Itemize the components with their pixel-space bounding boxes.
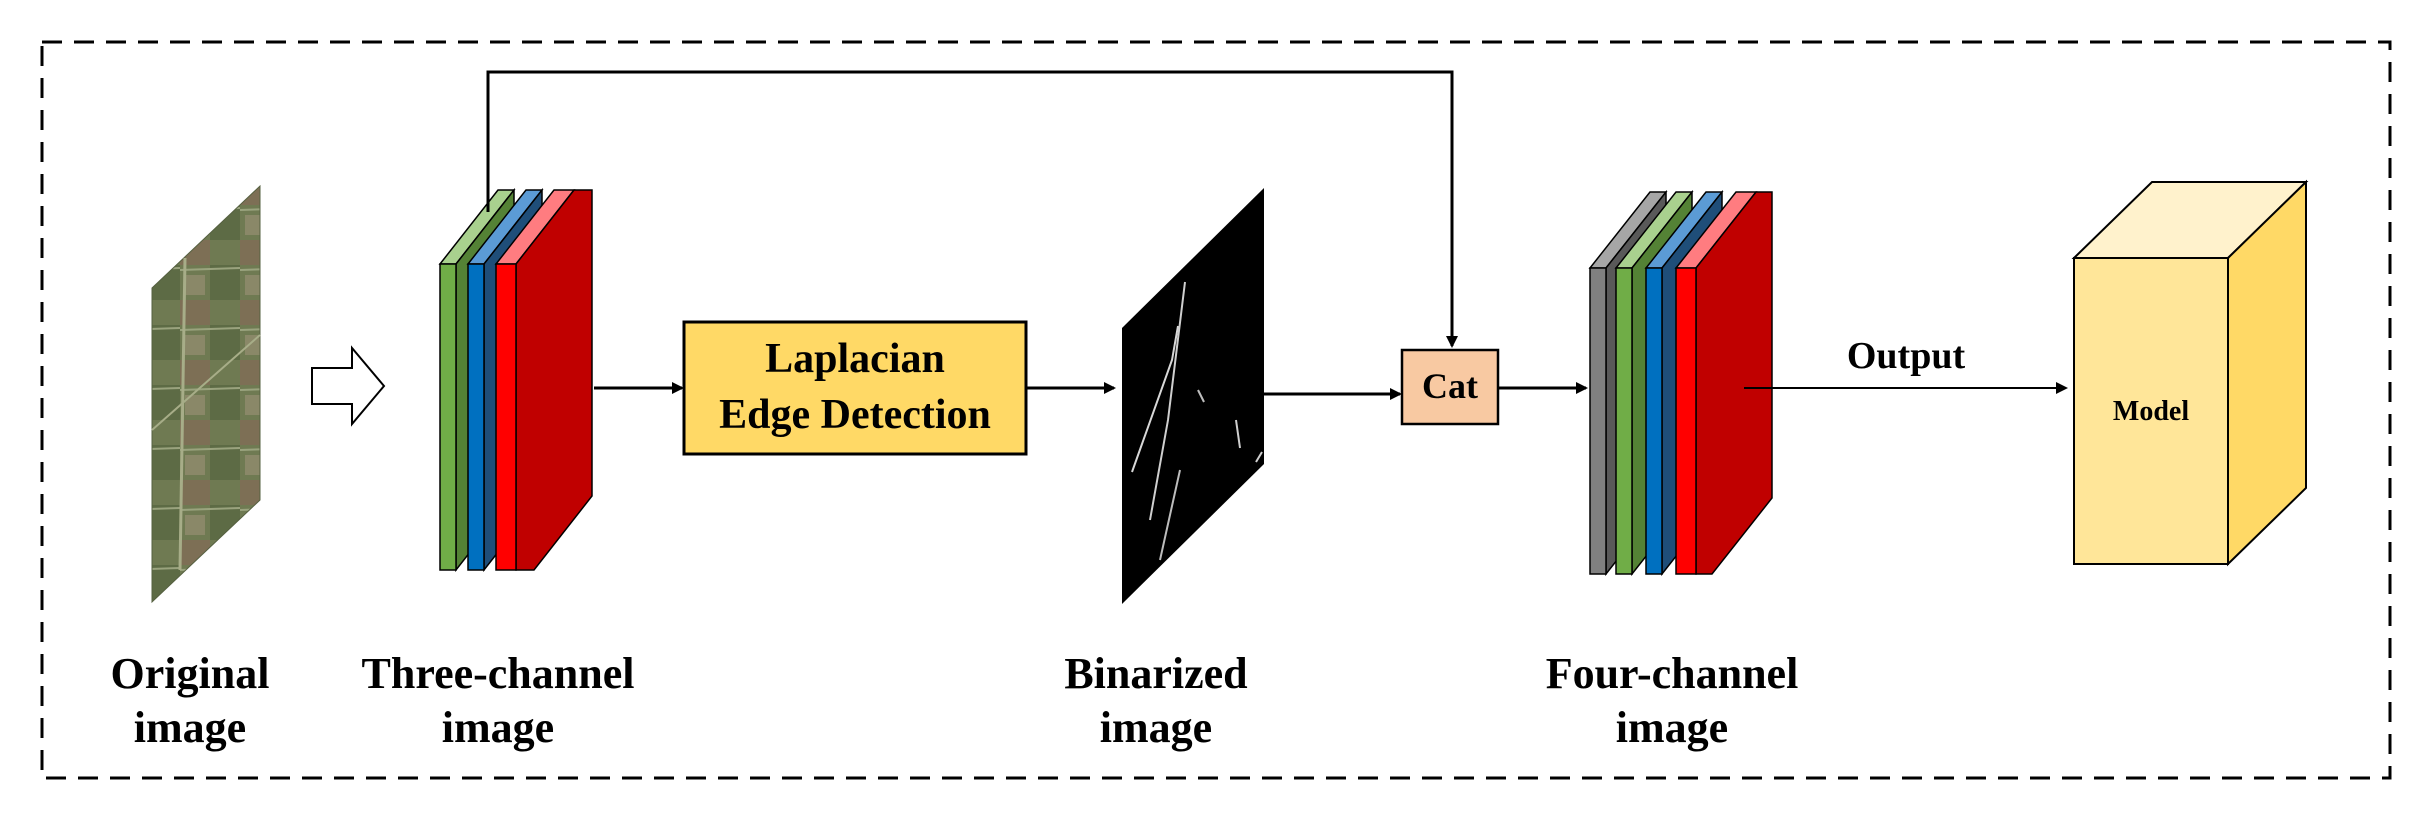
laplacian-label-line1: Laplacian — [765, 336, 945, 382]
caption-four-channel-line2: image — [1616, 703, 1728, 752]
original-image — [151, 184, 261, 604]
cat-label: Cat — [1422, 366, 1478, 406]
caption-binarized-line2: image — [1100, 703, 1212, 752]
output-label: Output — [1847, 335, 1966, 377]
caption-three-channel-line2: image — [442, 703, 554, 752]
three-channel-stack — [438, 187, 593, 573]
laplacian-label-line2: Edge Detection — [719, 392, 991, 438]
caption-original-line2: image — [134, 703, 246, 752]
model-cube: Model — [2071, 179, 2309, 567]
binarized-image — [1122, 188, 1264, 604]
cat-box: Cat — [1400, 348, 1500, 426]
four-channel-stack — [1588, 189, 1773, 577]
laplacian-edge-detection-box: Laplacian Edge Detection — [682, 320, 1028, 456]
model-label: Model — [2113, 396, 2189, 427]
caption-four-channel-line1: Four-channel — [1546, 649, 1799, 698]
channel-red — [494, 189, 593, 571]
skip-connection-arrow — [486, 70, 1458, 348]
caption-original-line1: Original — [111, 649, 270, 698]
channel-red — [1674, 191, 1773, 575]
caption-binarized-line1: Binarized — [1064, 649, 1247, 698]
outer-dashed-frame — [40, 40, 2392, 780]
hollow-arrow-icon — [311, 345, 386, 427]
model-front-face — [2073, 257, 2229, 565]
caption-three-channel-line1: Three-channel — [362, 649, 635, 698]
